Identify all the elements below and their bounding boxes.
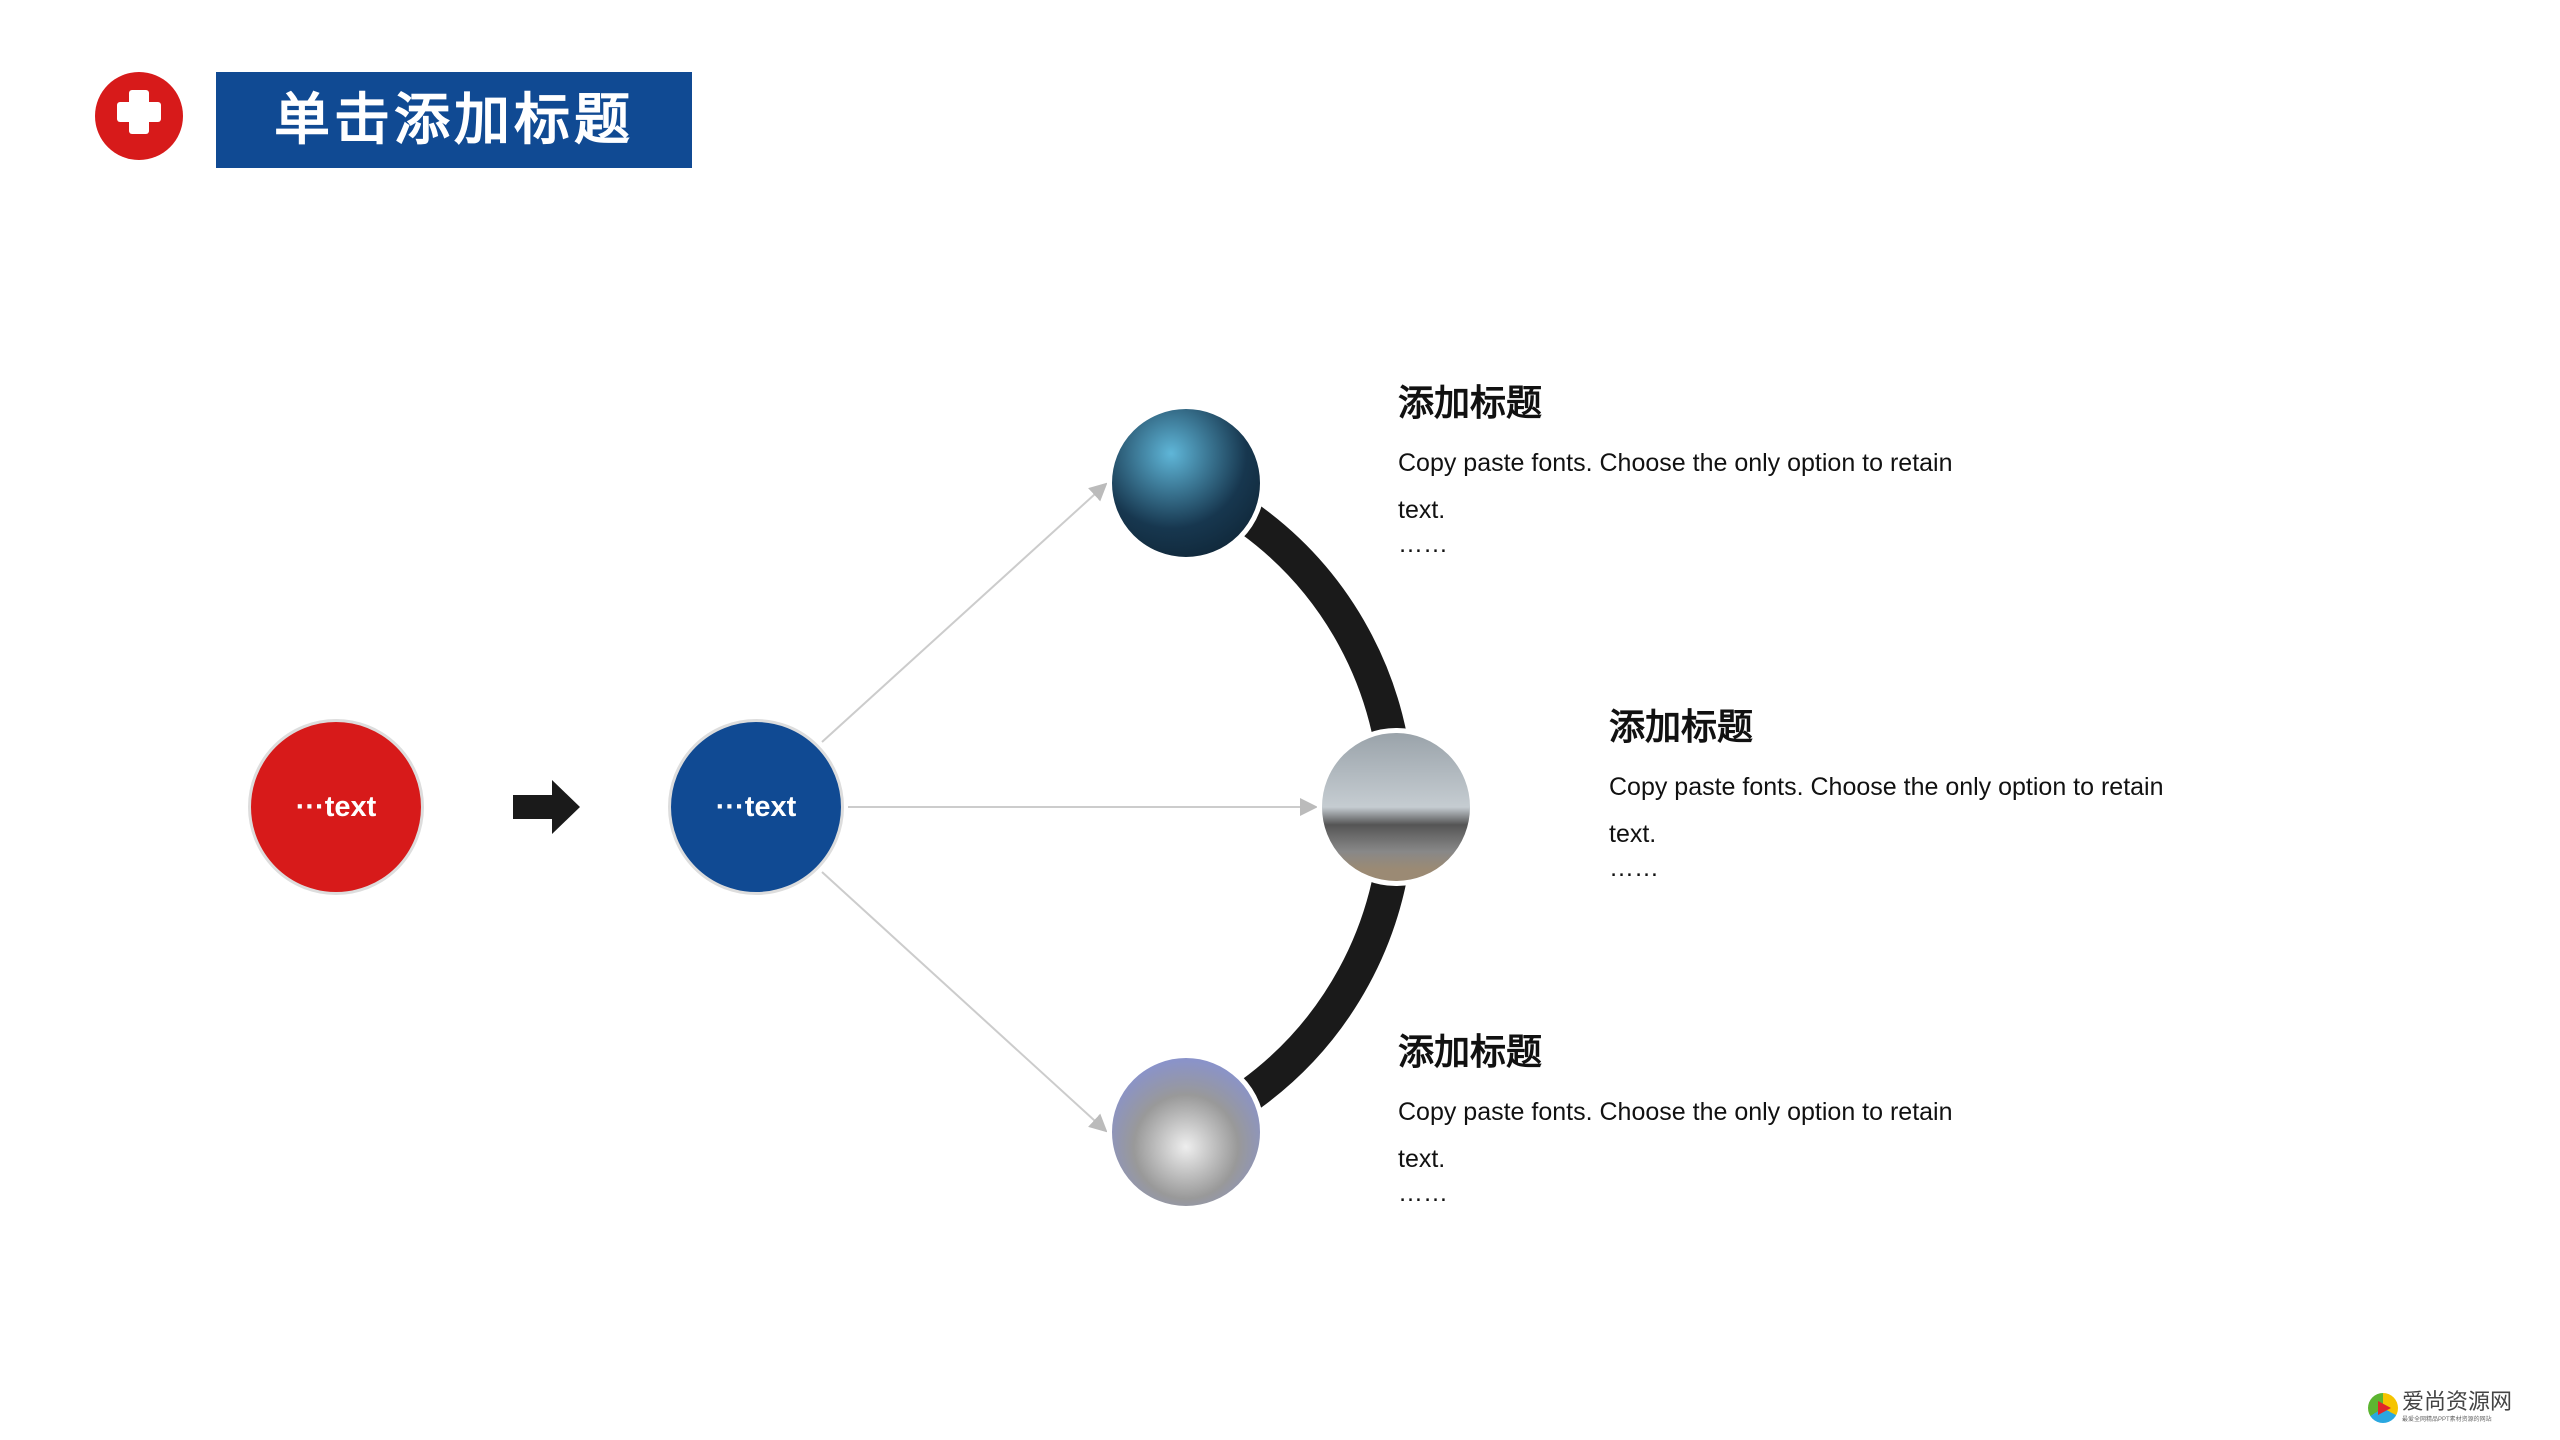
page-title[interactable]: 单击添加标题 [216, 72, 692, 168]
connector-line-bottom [821, 871, 1108, 1133]
start-node[interactable]: ···text [248, 719, 424, 895]
watermark: 爱尚资源网 最爱全网精品PPT素材资源的网站 [2368, 1392, 2512, 1423]
hub-node[interactable]: ···text [668, 719, 844, 895]
plus-icon [95, 72, 183, 160]
item-heading: 添加标题 [1398, 382, 1543, 424]
watermark-name: 爱尚资源网 [2402, 1390, 2513, 1415]
item-text: Copy paste fonts. Choose the only option… [1398, 449, 1953, 477]
item-more: …… [1398, 1179, 1448, 1207]
item-middle: 添加标题 Copy paste fonts. Choose the only o… [1609, 698, 2164, 882]
item-text: Copy paste fonts. Choose the only option… [1609, 773, 2164, 801]
right-arrow-icon [513, 780, 580, 834]
item-text: text. [1609, 820, 1657, 848]
watermark-tagline: 最爱全网精品PPT素材资源的网站 [2402, 1417, 2492, 1423]
item-text: text. [1398, 496, 1446, 524]
item-bottom: 添加标题 Copy paste fonts. Choose the only o… [1398, 1023, 1953, 1207]
item-heading: 添加标题 [1609, 706, 1754, 748]
play-logo-icon [2368, 1392, 2398, 1423]
city-street-photo [1107, 404, 1265, 562]
item-heading: 添加标题 [1398, 1031, 1543, 1073]
item-text: text. [1398, 1145, 1446, 1173]
item-more: …… [1398, 530, 1448, 558]
meeting-room-photo [1317, 728, 1475, 886]
item-more: …… [1609, 854, 1659, 882]
building-photo [1107, 1053, 1265, 1211]
connector-line-top [821, 482, 1108, 743]
item-top: 添加标题 Copy paste fonts. Choose the only o… [1398, 374, 1953, 558]
item-text: Copy paste fonts. Choose the only option… [1398, 1098, 1953, 1126]
